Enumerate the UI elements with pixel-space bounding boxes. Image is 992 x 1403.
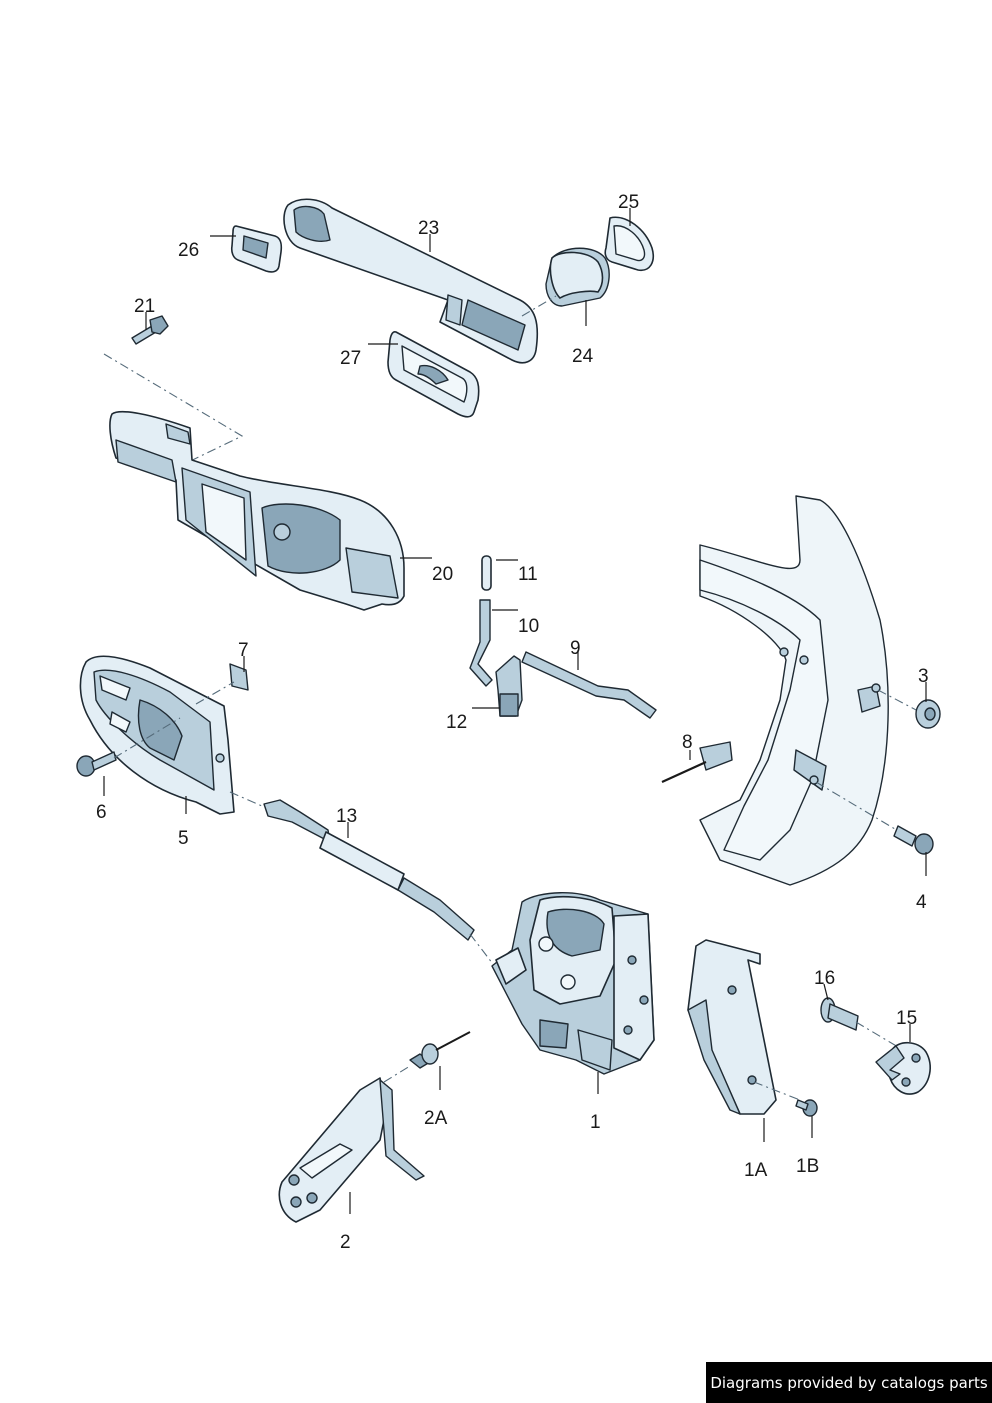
part-3-nut	[915, 699, 941, 729]
callout-11: 11	[518, 564, 538, 585]
callout-21: 21	[134, 296, 155, 317]
part-25-gasket	[604, 216, 654, 272]
callout-15: 15	[896, 1008, 917, 1029]
part-9-rod	[521, 651, 657, 719]
part-24-end-cap	[545, 247, 610, 307]
callout-25: 25	[618, 192, 639, 213]
callout-24: 24	[572, 346, 594, 367]
part-15-striker	[875, 1041, 931, 1095]
leader-lines	[103, 208, 927, 1214]
door-body-panel	[699, 495, 889, 886]
callout-labels: 25 23 26 21 24 27 20 11 10 9 7 3 12 8 6 …	[96, 192, 929, 1253]
part-6-screw	[76, 751, 117, 777]
callout-6: 6	[96, 802, 107, 823]
part-16-bolt	[820, 997, 859, 1031]
callout-1B: 1B	[796, 1156, 819, 1177]
callout-23: 23	[418, 218, 439, 239]
callout-10: 10	[518, 616, 539, 637]
callout-1: 1	[590, 1112, 601, 1133]
part-26-gasket	[230, 225, 283, 273]
part-12-bracket	[495, 655, 523, 717]
callout-9: 9	[570, 638, 581, 659]
watermark-text: Diagrams provided by catalogs parts	[710, 1373, 988, 1392]
part-2-bracket	[278, 1077, 425, 1223]
part-11-pin	[481, 555, 492, 591]
part-5-inner-handle	[79, 655, 235, 815]
callout-4: 4	[916, 892, 927, 913]
part-23-outer-handle	[283, 198, 539, 364]
callout-5: 5	[178, 828, 189, 849]
part-10-rod	[469, 599, 493, 687]
callout-12: 12	[446, 712, 467, 733]
callout-1A: 1A	[744, 1160, 768, 1181]
part-13-cable	[263, 799, 475, 941]
callout-7: 7	[238, 640, 249, 661]
callout-8: 8	[682, 732, 693, 753]
part-27-gasket	[387, 331, 480, 418]
part-4-bolt	[893, 825, 934, 855]
watermark-banner: Diagrams provided by catalogs parts	[706, 1362, 992, 1403]
callout-26: 26	[178, 240, 199, 261]
callout-2: 2	[340, 1232, 351, 1253]
part-21-screw	[131, 315, 169, 345]
callout-27: 27	[340, 348, 361, 369]
callout-2A: 2A	[424, 1108, 448, 1129]
part-1-lock	[491, 892, 655, 1075]
callout-3: 3	[918, 666, 929, 687]
callout-16: 16	[814, 968, 835, 989]
part-2A-rivet	[409, 1031, 471, 1069]
part-20-handle-carrier	[109, 410, 405, 611]
part-1A-bracket	[687, 939, 777, 1115]
callout-20: 20	[432, 564, 453, 585]
part-7-clip	[229, 663, 249, 691]
part-8-clip	[661, 741, 733, 784]
callout-13: 13	[336, 806, 357, 827]
part-1B-screw	[795, 1099, 818, 1117]
